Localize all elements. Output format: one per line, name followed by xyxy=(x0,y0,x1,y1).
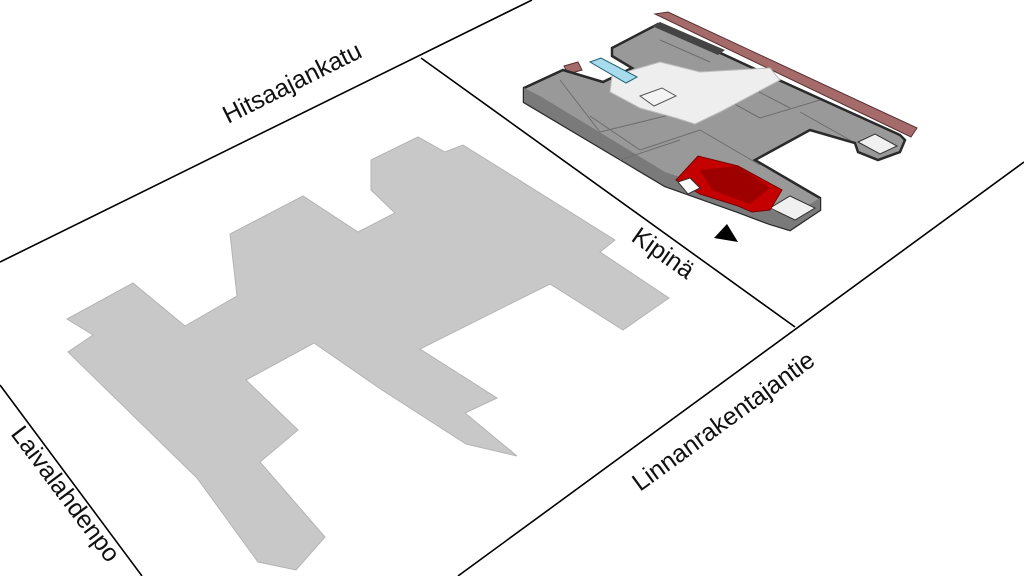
road-laivalahdenportti-edge xyxy=(0,384,143,576)
south-wing-end xyxy=(768,195,817,221)
road-linnanrakentajantie-edge xyxy=(457,161,1024,576)
stair-core xyxy=(638,87,678,107)
highlighted-room-dark xyxy=(700,166,770,204)
street-label-laivalahdenportti: Laivalahdenpo xyxy=(5,421,125,568)
east-wing-end xyxy=(856,133,899,155)
target-building xyxy=(522,11,918,232)
entrance-arrow-icon[interactable] xyxy=(714,224,738,242)
corridor xyxy=(609,61,781,125)
neighbor-building-footprint[interactable] xyxy=(66,136,670,571)
road-kipina-edge xyxy=(420,57,796,328)
street-label-hitsaajankatu: Hitsaajankatu xyxy=(218,37,366,130)
street-label-linnanrakentajantie: Linnanrakentajantie xyxy=(627,346,820,497)
highlighted-room-white xyxy=(677,177,701,195)
road-hitsaajankatu-edge xyxy=(0,0,533,263)
building-window xyxy=(588,57,639,84)
roof-detail xyxy=(652,22,725,55)
building-facade xyxy=(653,11,918,138)
